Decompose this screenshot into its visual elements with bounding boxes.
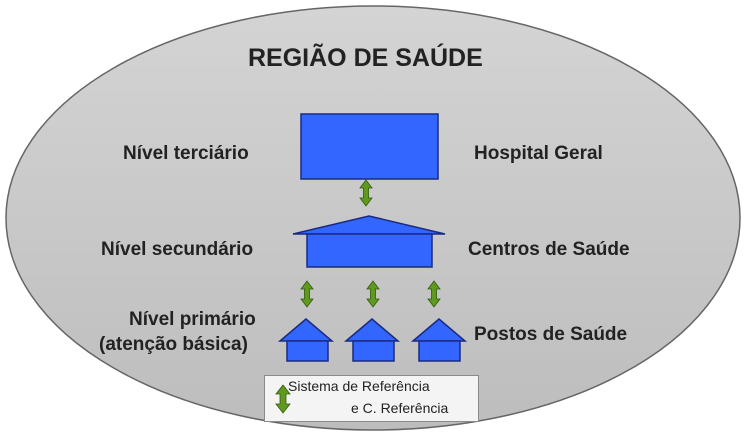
label-tertiary-level: Nível terciário [123,143,249,164]
legend-line-2: e C. Referência [351,400,449,416]
label-health-posts: Postos de Saúde [474,324,628,345]
hospital-building [300,113,439,180]
label-health-centers: Centros de Saúde [468,239,630,260]
double-arrow-icon [275,384,291,414]
health-post-building-3 [410,318,468,362]
health-center-building [292,215,446,268]
label-hospital: Hospital Geral [474,143,603,164]
label-secondary-level: Nível secundário [101,239,254,260]
legend-line-1: Sistema de Referência [288,378,430,394]
label-primary-level: Nível primário [129,309,256,330]
diagram-title: REGIÃO DE SAÚDE [248,44,483,72]
health-post-building-1 [277,318,335,362]
legend-box: Sistema de Referência e C. Referência [264,375,479,422]
label-primary-care: (atenção básica) [99,334,248,355]
health-post-building-2 [343,318,401,362]
